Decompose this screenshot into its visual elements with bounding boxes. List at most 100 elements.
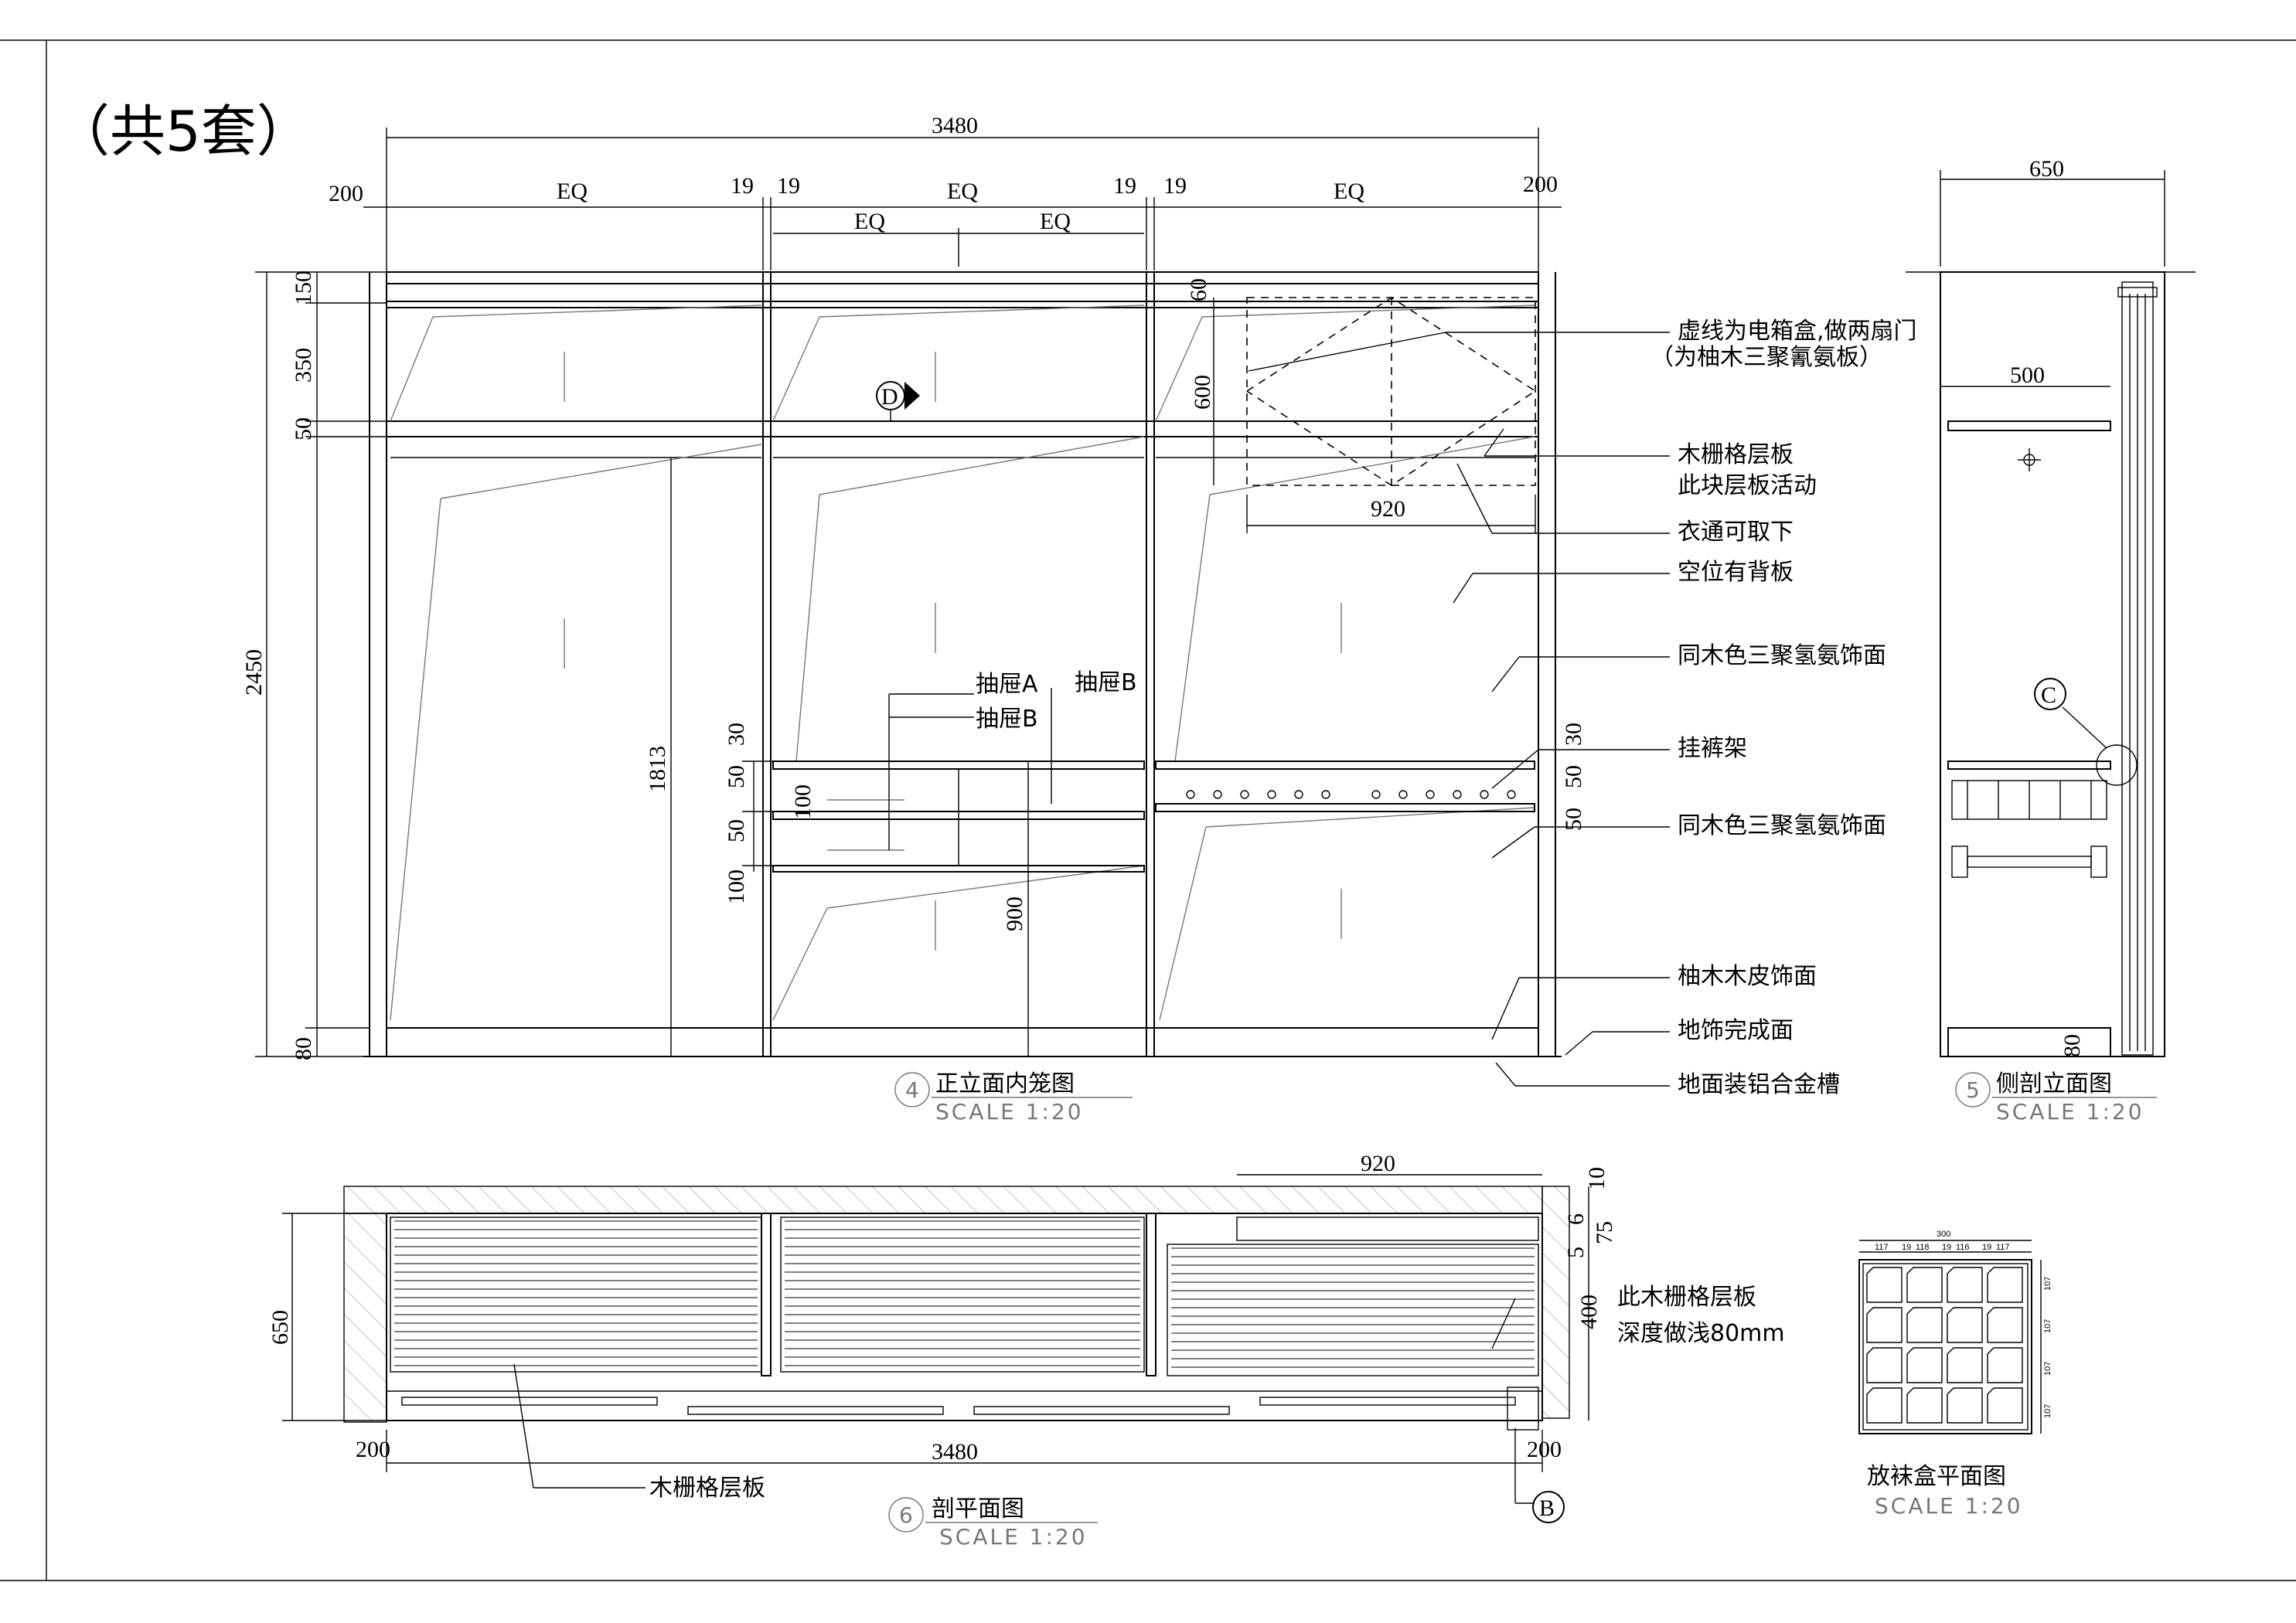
plan-dim-5: 5	[1563, 1247, 1589, 1258]
note-melamine-2: 同木色三聚氢氨饰面	[1678, 812, 1886, 839]
dim-920-front: 920	[1371, 496, 1405, 522]
dim-900: 900	[1002, 897, 1027, 931]
dim-side-right: 200	[1523, 172, 1558, 197]
plan-dim-200-right: 200	[1527, 1437, 1562, 1462]
dim-side-left: 200	[329, 181, 363, 206]
sock-cell	[1947, 1267, 1983, 1303]
dim-overall-width: 3480	[932, 113, 978, 138]
note-electrical-material: （为柚木三聚氰氨板）	[1650, 344, 1882, 371]
plan-dim-920: 920	[1361, 1151, 1395, 1176]
sock-cell	[1906, 1267, 1943, 1303]
note-teak-veneer: 柚木木皮饰面	[1678, 963, 1817, 990]
note-shelf-movable: 此块层板活动	[1678, 472, 1817, 499]
dim-gap-2: 19	[777, 173, 800, 199]
label-drawer-a: 抽屉A	[976, 671, 1038, 698]
sock-row-3: 107	[2043, 1362, 2052, 1376]
plan-dim-650: 650	[267, 1310, 293, 1345]
sock-col-1: 117	[1875, 1243, 1889, 1252]
sock-cell	[1906, 1307, 1943, 1343]
dim-overall-height: 2450	[241, 649, 267, 696]
sock-col-6: 19	[1982, 1243, 1991, 1252]
sock-col-4: 19	[1942, 1243, 1951, 1252]
sock-cell	[1987, 1347, 2023, 1383]
sheet-title: （共5套）	[54, 99, 312, 164]
plan-dim-200-left: 200	[356, 1437, 390, 1462]
note-back-panel: 空位有背板	[1678, 559, 1794, 586]
note-floor-finish: 地饰完成面	[1678, 1017, 1794, 1044]
sock-cell	[1987, 1387, 2023, 1424]
sock-drawing-name: 放袜盒平面图	[1867, 1463, 2006, 1490]
sock-col-2: 19	[1902, 1243, 1911, 1252]
dim-gap-1: 19	[731, 173, 754, 199]
dim-eq-3: EQ	[1334, 179, 1364, 204]
side-drawing-number: 5	[1966, 1077, 1982, 1103]
plan-drawing-name: 剖平面图	[932, 1495, 1024, 1523]
marker-d: D	[881, 384, 898, 410]
dim-eq-5: EQ	[1040, 209, 1071, 234]
marker-b: B	[1539, 1495, 1555, 1521]
sock-cell	[1866, 1387, 1903, 1424]
grid-slats	[394, 1220, 1535, 1376]
front-elevation: 3480 200 EQ 19 19 EQ 19 19 EQ 200 EQ EQ	[241, 113, 1586, 1125]
side-drawing-scale: SCALE 1:20	[1996, 1099, 2144, 1125]
note-melamine-1: 同木色三聚氢氨饰面	[1678, 642, 1886, 669]
plan-section: 920 650 3480 200 200 10 6 75 5 400 此木栅格层…	[267, 1151, 1785, 1550]
plan-dim-10: 10	[1584, 1167, 1610, 1190]
front-drawing-scale: SCALE 1:20	[935, 1099, 1084, 1125]
sock-dim-top: 300	[1937, 1230, 1950, 1239]
note-alu-channel: 地面装铝合金槽	[1678, 1071, 1840, 1098]
front-drawing-number: 4	[905, 1077, 921, 1103]
sock-cell	[1906, 1387, 1943, 1424]
dim-600: 600	[1190, 375, 1215, 410]
sock-cell	[1866, 1347, 1903, 1383]
dim-50-right: 50	[1561, 765, 1586, 788]
plan-dim-6: 6	[1563, 1213, 1589, 1225]
sock-row-2: 107	[2043, 1319, 2052, 1333]
plan-shelf-label: 木栅格层板	[649, 1475, 765, 1502]
note-rod-removable: 衣通可取下	[1678, 519, 1794, 546]
plan-dim-3480: 3480	[932, 1439, 978, 1465]
side-section: 650 500 C 80 5 侧剖立面图 SCALE 1:2	[1906, 156, 2196, 1125]
sock-cell	[1987, 1267, 2023, 1303]
note-grid-shelf: 木栅格层板	[1678, 441, 1794, 468]
plan-dim-75: 75	[1592, 1221, 1617, 1244]
label-drawer-b: 抽屉B	[976, 706, 1038, 733]
plan-note-2: 深度做浅80mm	[1617, 1320, 1785, 1347]
dim-50-top: 50	[291, 417, 316, 441]
dim-60: 60	[1186, 278, 1211, 301]
sock-box-plan: 300 117 19 118 19 116 19 117 107 107 107…	[1858, 1230, 2052, 1519]
dim-50-left: 50	[724, 765, 749, 788]
pants-rack-holes	[1186, 790, 1516, 799]
sock-cell	[1866, 1267, 1903, 1303]
note-electrical-box: 虚线为电箱盒,做两扇门	[1678, 318, 1917, 345]
label-drawer-b2: 抽屉B	[1075, 669, 1137, 696]
sock-row-1: 107	[2043, 1277, 2052, 1291]
plan-drawing-scale: SCALE 1:20	[939, 1524, 1088, 1550]
sock-row-4: 107	[2043, 1404, 2052, 1418]
dim-1813: 1813	[645, 746, 670, 792]
sock-col-5: 116	[1956, 1243, 1970, 1252]
note-pants-rack: 挂裤架	[1678, 735, 1747, 762]
dim-50-left2: 50	[724, 819, 749, 842]
sock-cell	[1866, 1307, 1903, 1343]
sock-grid-cells	[1866, 1267, 2023, 1424]
dim-gap-3: 19	[1113, 173, 1136, 199]
side-dim-80: 80	[2059, 1034, 2085, 1057]
dim-eq-2: EQ	[947, 179, 978, 204]
sock-cell	[1906, 1347, 1943, 1383]
dim-80: 80	[291, 1037, 316, 1060]
annotation-notes: 虚线为电箱盒,做两扇门 （为柚木三聚氰氨板） 木栅格层板 此块层板活动 衣通可取…	[1248, 318, 1917, 1098]
sock-col-3: 118	[1916, 1243, 1930, 1252]
sock-cell	[1947, 1347, 1983, 1383]
dim-eq-4: EQ	[854, 209, 885, 234]
side-dim-depth: 650	[2029, 156, 2064, 182]
front-drawing-name: 正立面内笼图	[935, 1070, 1075, 1097]
sock-col-7: 117	[1996, 1243, 2010, 1252]
dim-eq-1: EQ	[557, 179, 588, 204]
plan-dim-400: 400	[1576, 1295, 1602, 1329]
dim-100-left: 100	[790, 784, 816, 819]
dim-150: 150	[291, 270, 316, 305]
sock-cell	[1947, 1307, 1983, 1343]
dim-gap-4: 19	[1163, 173, 1187, 199]
